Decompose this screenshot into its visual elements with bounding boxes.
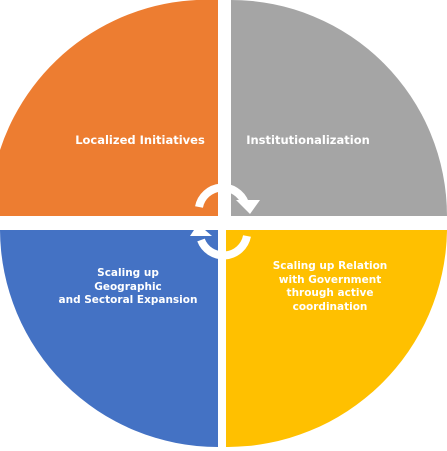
label-geographic-sectoral-expansion: Scaling up Geographic and Sectoral Expan… bbox=[58, 267, 198, 307]
arrowhead-right-icon bbox=[236, 200, 260, 214]
quadrant-localized-initiatives bbox=[0, 0, 218, 216]
arrowhead-left-icon bbox=[190, 224, 212, 236]
quadrant-geographic-sectoral-expansion bbox=[0, 230, 218, 447]
cycle-arrow-bottom bbox=[197, 234, 251, 260]
label-localized-initiatives: Localized Initiatives bbox=[75, 133, 205, 147]
cycle-arrows bbox=[195, 183, 251, 260]
label-government-relation: Scaling up Relation with Government thro… bbox=[272, 260, 388, 313]
label-institutionalization: Institutionalization bbox=[246, 133, 370, 147]
quadrant-government-relation bbox=[226, 230, 447, 448]
quadrant-institutionalization bbox=[231, 0, 447, 216]
cycle-arrow-top bbox=[195, 183, 249, 209]
